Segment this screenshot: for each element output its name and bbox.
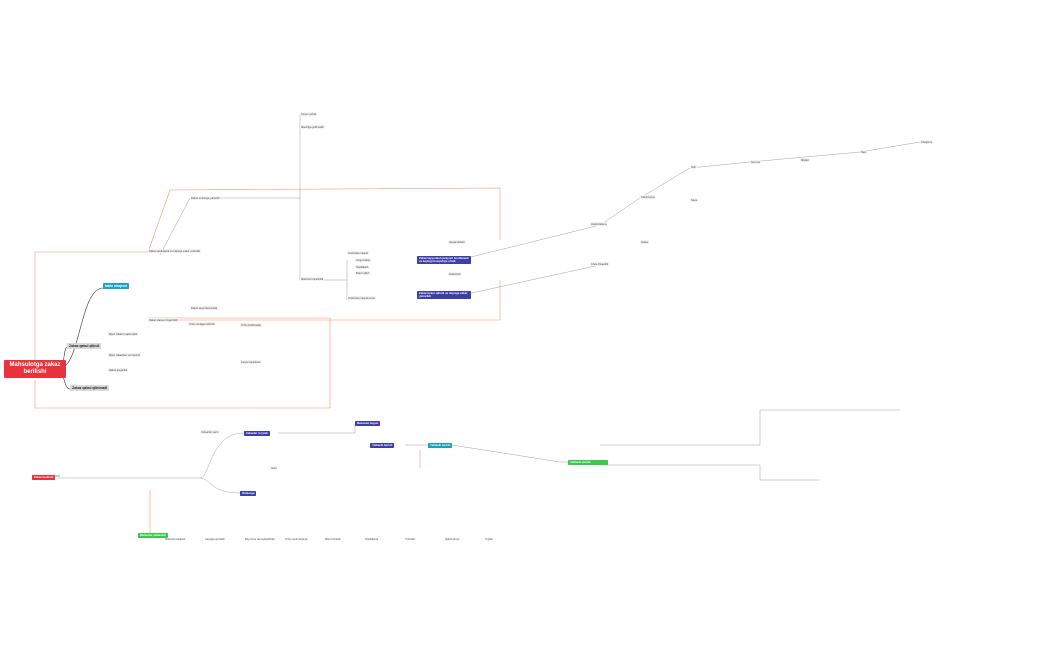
connector-line	[299, 198, 347, 281]
connector-line	[199, 432, 245, 479]
text-node: Zakaz tasdiqlandi va mijozga xabar yubor…	[148, 249, 201, 254]
text-node: Kuryer tayinlandi	[240, 360, 262, 365]
footer-chain-item: Mahsulot tanlandi	[165, 538, 186, 541]
text-node: Tasdiqlash	[355, 265, 370, 270]
text-node: Zakaz statusi o'zgartirildi	[148, 318, 179, 323]
text-node: Jami	[270, 466, 278, 471]
branch-zakaz-avtomat[interactable]: Zakaz qabul qilinmadi	[70, 385, 110, 392]
connector-line	[147, 187, 501, 253]
footer-chain-item: Qabul qilindi	[445, 538, 460, 541]
connector-line	[600, 464, 820, 481]
blue-node-3[interactable]: Zakazlar ro'yxati	[244, 430, 270, 436]
text-node: To'lov amalga oshirildi	[188, 322, 216, 327]
text-node: Zakaz omborga yuborildi	[190, 196, 221, 201]
connector-line	[466, 197, 641, 259]
text-node: Hisob-faktura	[590, 222, 608, 227]
text-node: Status	[640, 240, 650, 245]
text-node: Sana	[690, 198, 699, 203]
branch-tablo[interactable]: tablo ohajemi	[103, 283, 129, 290]
text-node: Omborda mavjud	[347, 251, 369, 256]
text-node: Zakaz tayyorlanmoqda	[190, 306, 219, 311]
footer-chain-item: Tasdiqlandi	[365, 538, 378, 541]
connector-line	[34, 317, 331, 409]
connector-line	[639, 141, 921, 199]
text-node: Chegirma	[920, 140, 934, 145]
root-title-line1: Mahsulotga zakaz	[9, 362, 61, 368]
text-node: Chek chiqarildi	[590, 262, 610, 267]
text-node: Yetkazish narxi	[200, 430, 220, 435]
blue-node-2[interactable]: Zakaz bekor qilindi va mijozga xabar yub…	[417, 291, 471, 299]
connector-line	[466, 264, 601, 295]
root-node[interactable]: Mahsulotga zakaz berilishi	[4, 360, 66, 378]
blue-node-4[interactable]: Omborga	[240, 490, 257, 496]
text-node: Mijoz zakazdan voz kechdi	[108, 353, 141, 358]
connector-line	[600, 409, 900, 446]
connector-line	[160, 280, 501, 321]
footer-chain-item: Buyurtma rasmiylashtirildi	[245, 538, 275, 541]
footer-chain-item: To'lov usuli tanlandi	[285, 538, 308, 541]
text-node: Qayta ishlash	[448, 240, 466, 245]
connector-line	[159, 197, 300, 256]
blue-node-1[interactable]: Zakaz tayyorlash jarayoni boshlanadi va …	[417, 256, 471, 264]
teal-node-1[interactable]: Yetkazib berish	[428, 442, 453, 448]
text-node: To'lov kutilmoqda	[240, 323, 262, 328]
red-small-node[interactable]: Zakaz berilishi	[32, 474, 56, 480]
text-node: Zakaz qaytarildi	[108, 368, 129, 373]
text-node: Mijoz zakazni qabul qildi	[108, 332, 138, 337]
text-node: Izoh	[690, 165, 697, 170]
connector-line	[451, 444, 568, 463]
connector-line	[34, 251, 148, 360]
text-node: Omborda mavjud emas	[347, 296, 376, 301]
green-node-2[interactable]: Mahsulot yetkazildi	[138, 532, 168, 538]
text-node: Miqdor	[800, 158, 810, 163]
branch-zakaz-qabul[interactable]: Zakaz qabul qilindi	[67, 343, 102, 350]
text-node: Yangi zakaz	[355, 258, 371, 263]
footer-chain-item: Manzil kiritildi	[325, 538, 341, 541]
text-node: Tekshirish	[448, 272, 462, 277]
footer-chain-item: Yopildi	[485, 538, 493, 541]
connector-line	[59, 287, 104, 369]
root-title-line2: berilishi	[23, 369, 47, 375]
footer-chain-item: Yuborildi	[405, 538, 415, 541]
text-node: Bekor qilish	[355, 271, 371, 276]
green-node-1[interactable]: Yetkazib berildi	[568, 460, 608, 465]
footer-chain-item: Savatga qo'shildi	[205, 538, 225, 541]
connector-line	[278, 424, 356, 434]
text-node: Xabarnoma	[640, 195, 656, 200]
text-node: Narx	[860, 150, 868, 155]
text-node: Summa	[750, 160, 761, 165]
blue-node-5[interactable]: Mahsulot tayyor	[355, 420, 381, 426]
blue-node-6[interactable]: Yetkazib berish	[370, 442, 395, 448]
text-node: Mahsulot topshirildi	[300, 277, 325, 282]
connector-line	[199, 477, 241, 494]
text-node: Manzilga yetib keldi	[300, 125, 325, 130]
text-node: Kuryer yo'lda	[300, 112, 318, 117]
